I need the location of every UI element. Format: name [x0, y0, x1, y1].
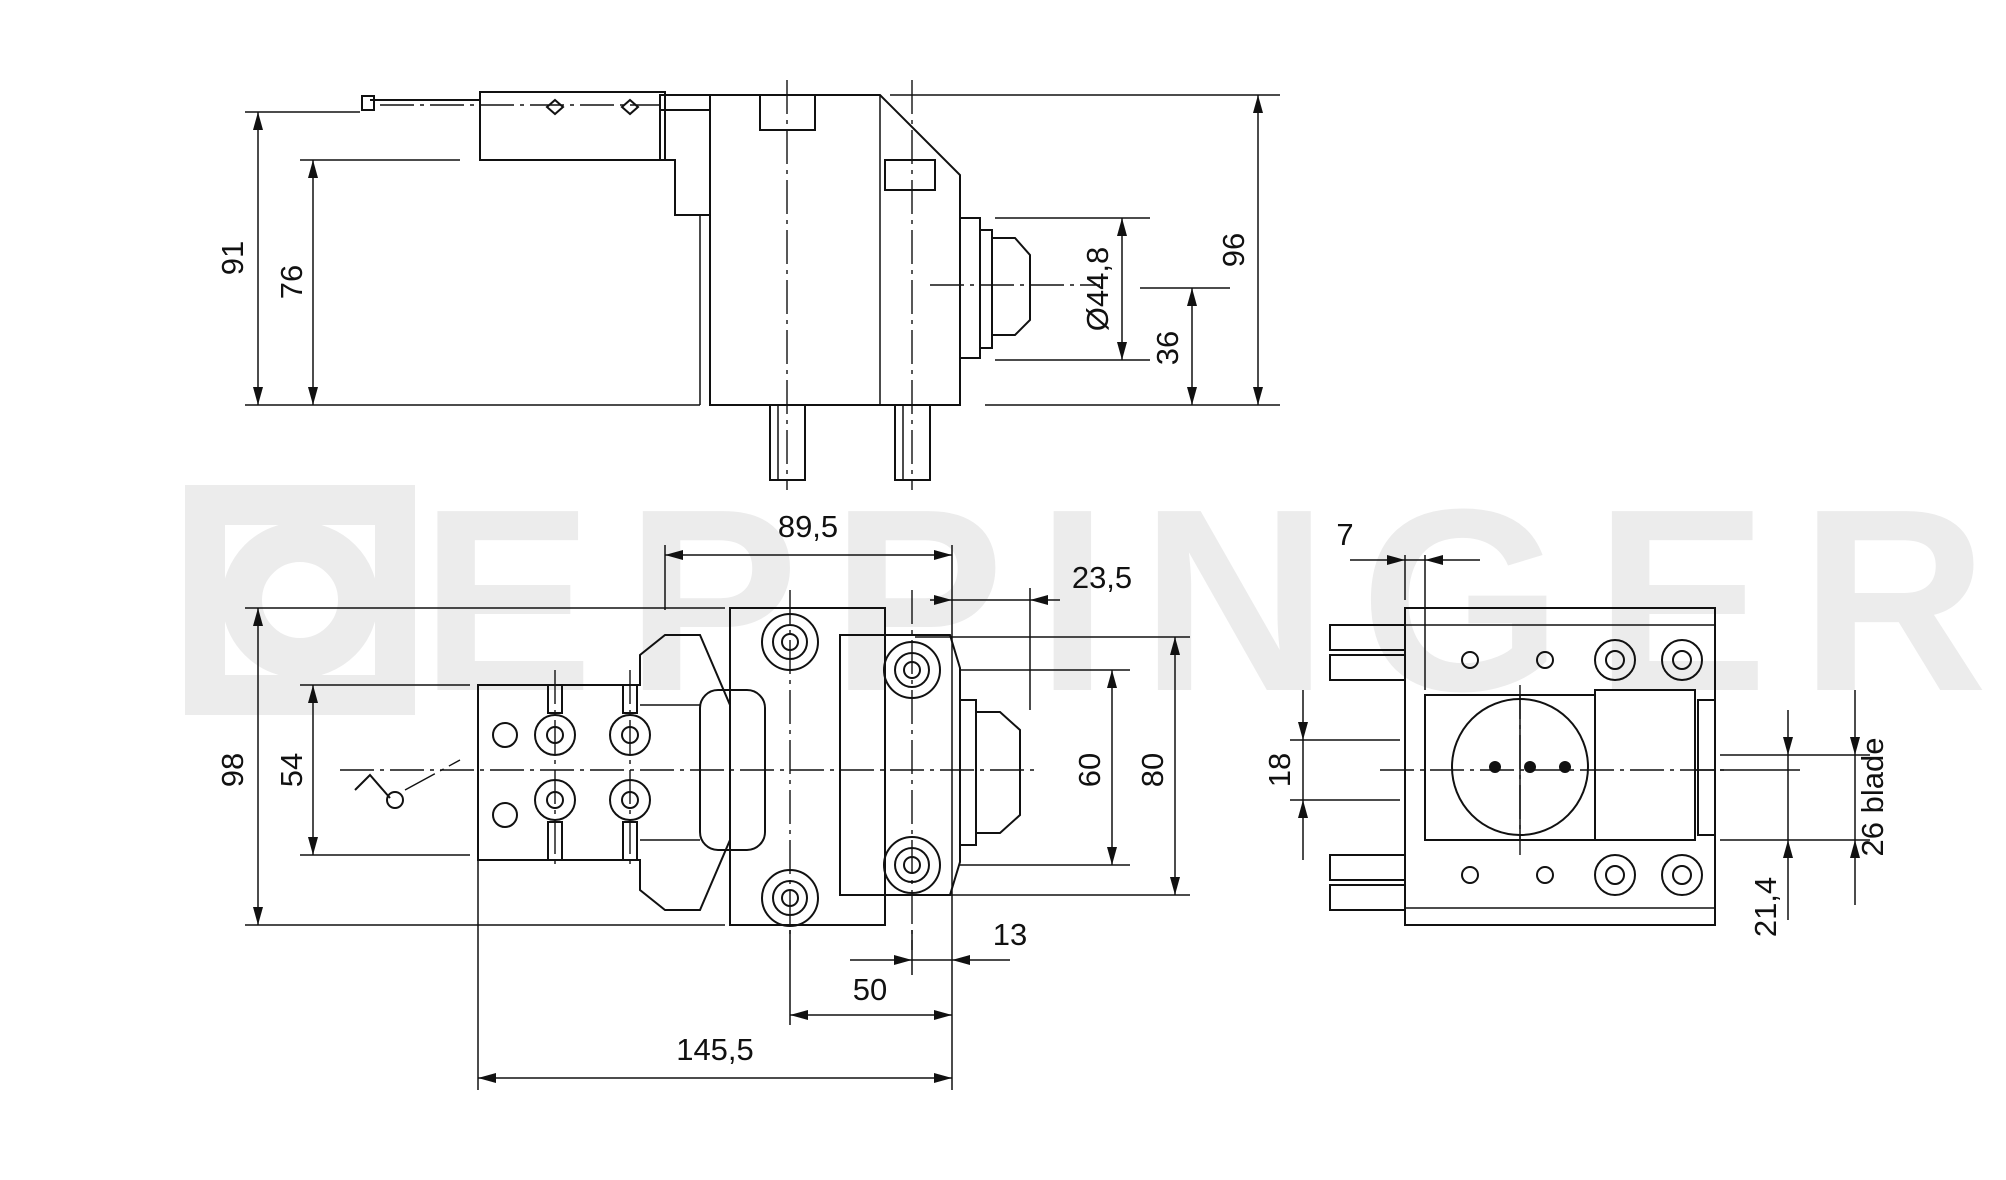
dim-18: 18: [1262, 753, 1297, 787]
dim-23-5: 23,5: [1072, 560, 1132, 595]
dim-60: 60: [1072, 753, 1107, 787]
dim-21-4: 21,4: [1748, 877, 1783, 937]
dim-13: 13: [993, 917, 1027, 952]
watermark-logo-icon: [185, 485, 415, 715]
dim-145-5: 145,5: [676, 1032, 754, 1067]
dim-54: 54: [274, 753, 309, 787]
side-view: 91 76 Ø44,8 36 96: [215, 80, 1280, 490]
top-view: 89,5 23,5 98 54 60 80 13 50 145,5: [215, 509, 1190, 1090]
dim-36: 36: [1150, 331, 1185, 365]
dim-50: 50: [853, 972, 887, 1007]
dim-26-blade: 26 blade: [1855, 738, 1890, 857]
dim-98: 98: [215, 753, 250, 787]
watermark-text: EPPINGER: [420, 456, 2006, 746]
end-view: 7 18 26 blade 21,4: [1262, 517, 1890, 937]
dim-96: 96: [1216, 233, 1251, 267]
watermark: EPPINGER: [185, 456, 2006, 746]
dim-diameter: Ø44,8: [1080, 247, 1115, 331]
dim-7: 7: [1336, 517, 1353, 552]
dim-89-5: 89,5: [778, 509, 838, 544]
dim-76: 76: [274, 265, 309, 299]
dim-91: 91: [215, 241, 250, 275]
dim-80: 80: [1135, 753, 1170, 787]
